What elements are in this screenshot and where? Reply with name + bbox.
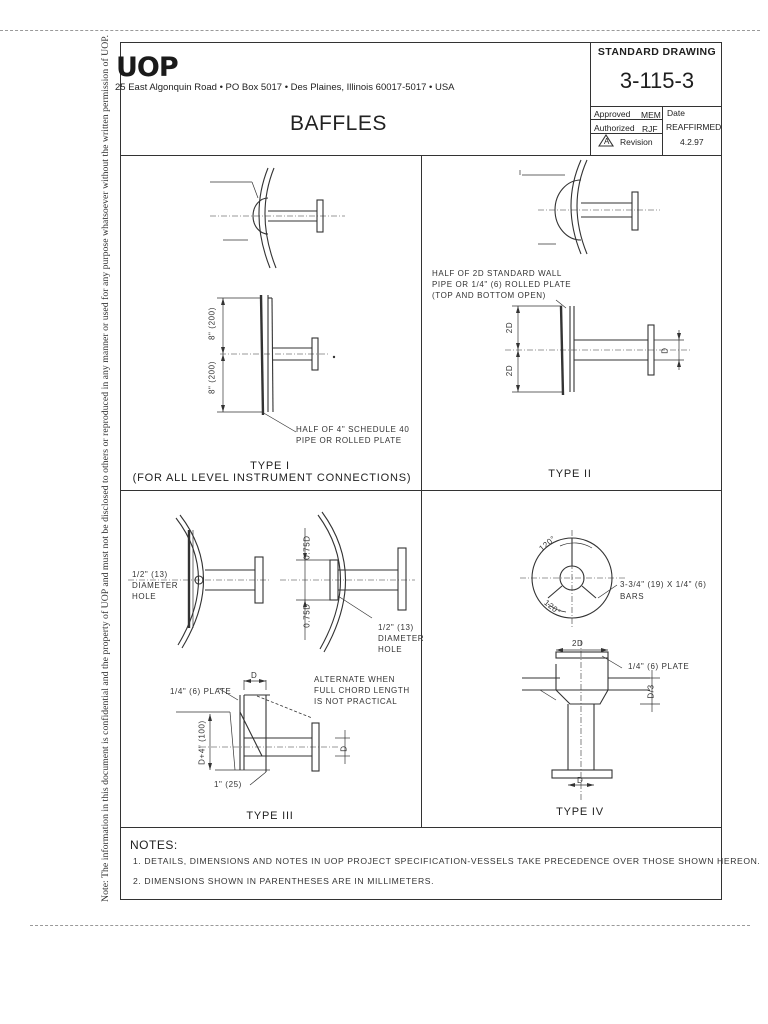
revision-label: Revision <box>620 137 653 147</box>
type3-dim-d-top: D <box>251 671 258 680</box>
panel-divider-vertical <box>421 155 422 827</box>
type2-label-line3: (TOP AND BOTTOM OPEN) <box>432 291 546 300</box>
type3-hole-right-2: DIAMETER <box>378 634 425 643</box>
notes-divider <box>120 827 722 828</box>
scan-edge-bottom <box>30 925 750 926</box>
drawing-title: BAFFLES <box>290 112 387 135</box>
type4-plate: 1/4" (6) PLATE <box>628 662 690 671</box>
type3-hole-left-3: HOLE <box>132 592 157 601</box>
uop-logo: UOP <box>116 52 179 83</box>
type3-alternate-2: FULL CHORD LENGTH <box>314 686 410 695</box>
drawing-frame <box>120 42 722 900</box>
type4-bars-2: BARS <box>620 592 645 601</box>
scan-edge-top <box>0 30 760 31</box>
panel-divider-horizontal <box>120 490 722 491</box>
authorized-by: RJF <box>642 124 658 134</box>
type2-label-line2: PIPE OR 1/4" (6) ROLLED PLATE <box>432 280 572 289</box>
type4-dim-d-right: D/3 <box>646 684 656 699</box>
status-reaffirmed: REAFFIRMED <box>666 122 722 132</box>
company-address: 25 East Algonquin Road • PO Box 5017 • D… <box>115 82 455 93</box>
title-block-row-1 <box>590 106 722 107</box>
standard-drawing-label: STANDARD DRAWING <box>597 46 717 58</box>
type3-hole-right-3: HOLE <box>378 645 403 654</box>
type4-bars-1: 3-3/4" (19) X 1/4" (6) <box>620 580 707 589</box>
drawing-number: 3-115-3 <box>619 68 695 93</box>
revision-date: 4.2.97 <box>680 137 704 147</box>
title-block-col <box>662 106 663 155</box>
approved-label: Approved <box>594 109 631 119</box>
approved-by: MEM <box>641 110 661 120</box>
type1-label-line1: HALF OF 4" SCHEDULE 40 <box>296 425 410 434</box>
date-label: Date <box>667 108 685 118</box>
type3-hole-left-2: DIAMETER <box>132 581 179 590</box>
note-1: 1. DETAILS, DIMENSIONS AND NOTES IN UOP … <box>133 856 761 866</box>
type3-alternate-3: IS NOT PRACTICAL <box>314 697 398 706</box>
note-2: 2. DIMENSIONS SHOWN IN PARENTHESES ARE I… <box>133 876 435 886</box>
type3-hole-right-1: 1/2" (13) <box>378 623 414 632</box>
revision-mark: A <box>604 137 610 146</box>
type3-plate: 1/4" (6) PLATE <box>170 687 232 696</box>
authorized-label: Authorized <box>594 123 635 133</box>
title-block-divider <box>590 42 591 155</box>
type4-dim-d-bottom: D <box>577 776 584 785</box>
type4-caption: TYPE IV <box>556 806 604 818</box>
type1-label-line2: PIPE OR ROLLED PLATE <box>296 436 402 445</box>
notes-heading: NOTES: <box>130 838 178 852</box>
type2-caption: TYPE II <box>548 468 592 480</box>
type1-caption: TYPE I <box>250 460 290 472</box>
type4-dim-2d: 2D <box>572 639 584 648</box>
type3-hole-left-1: 1/2" (13) <box>132 570 168 579</box>
type1-subcaption: (FOR ALL LEVEL INSTRUMENT CONNECTIONS) <box>132 472 412 484</box>
title-block-row-2 <box>590 119 662 120</box>
title-block-row-3 <box>590 133 662 134</box>
type3-alternate-1: ALTERNATE WHEN <box>314 675 395 684</box>
type2-label-line1: HALF OF 2D STANDARD WALL <box>432 269 562 278</box>
type3-dim-1in: 1" (25) <box>214 780 242 789</box>
type3-caption: TYPE III <box>246 810 294 822</box>
